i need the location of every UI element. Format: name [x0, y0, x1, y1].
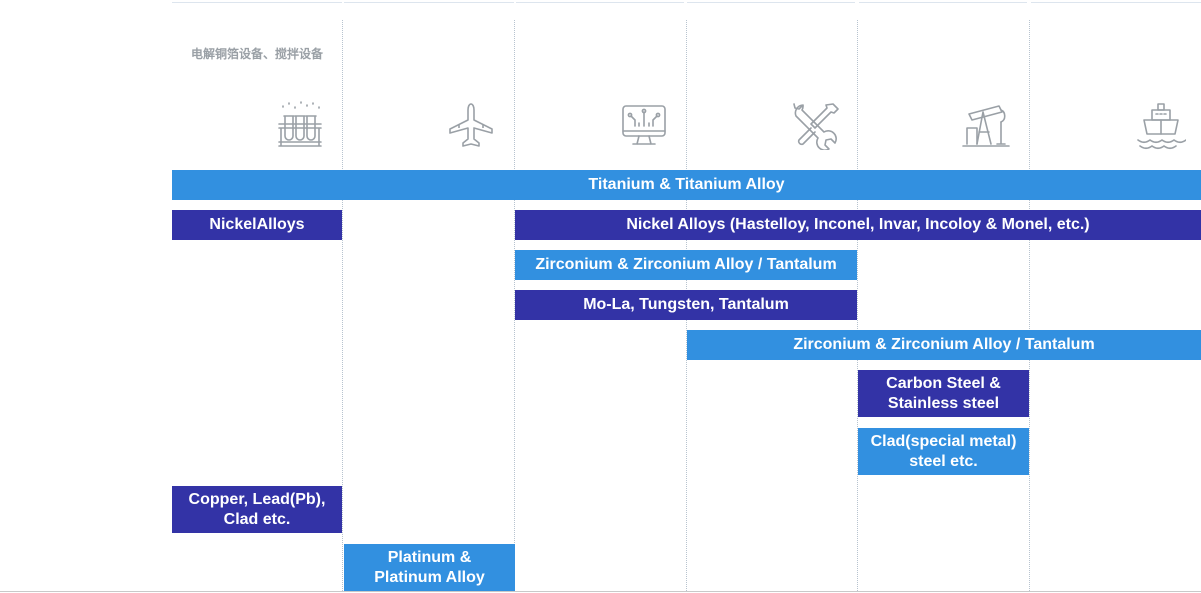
top-separator [172, 2, 342, 3]
top-separator [344, 2, 514, 3]
top-separator [687, 2, 855, 3]
bar-titanium-alloy: Titanium & Titanium Alloy [172, 170, 1201, 200]
bar-zirconium-tantalum-2: Zirconium & Zirconium Alloy / Tantalum [687, 330, 1201, 360]
bar-platinum: Platinum & Platinum Alloy [344, 544, 515, 591]
bar-carbon-stainless: Carbon Steel & Stainless steel [858, 370, 1029, 417]
column-divider [514, 20, 515, 591]
circuit-monitor-icon [619, 100, 669, 150]
bar-clad-special: Clad(special metal) steel etc. [858, 428, 1029, 475]
ship-icon [1136, 100, 1186, 150]
column-divider [342, 20, 343, 591]
bar-nickel-alloys-short: NickelAlloys [172, 210, 342, 240]
bar-mo-la-tungsten: Mo-La, Tungsten, Tantalum [515, 290, 857, 320]
bar-copper-lead: Copper, Lead(Pb), Clad etc. [172, 486, 342, 533]
airplane-icon [446, 100, 496, 150]
lab-beakers-icon [275, 100, 325, 150]
top-separator [1031, 2, 1201, 3]
column-caption: 电解铜箔设备、搅拌设备 [190, 47, 323, 61]
tools-wrench-screwdriver-icon [791, 100, 841, 150]
bar-zirconium-tantalum-1: Zirconium & Zirconium Alloy / Tantalum [515, 250, 857, 280]
oil-pump-jack-icon [961, 100, 1011, 150]
top-separator [859, 2, 1027, 3]
bar-nickel-alloys-long: Nickel Alloys (Hastelloy, Inconel, Invar… [515, 210, 1201, 240]
column-divider [1029, 20, 1030, 591]
column-divider [857, 20, 858, 591]
bottom-border [0, 591, 1201, 592]
top-separator [516, 2, 684, 3]
